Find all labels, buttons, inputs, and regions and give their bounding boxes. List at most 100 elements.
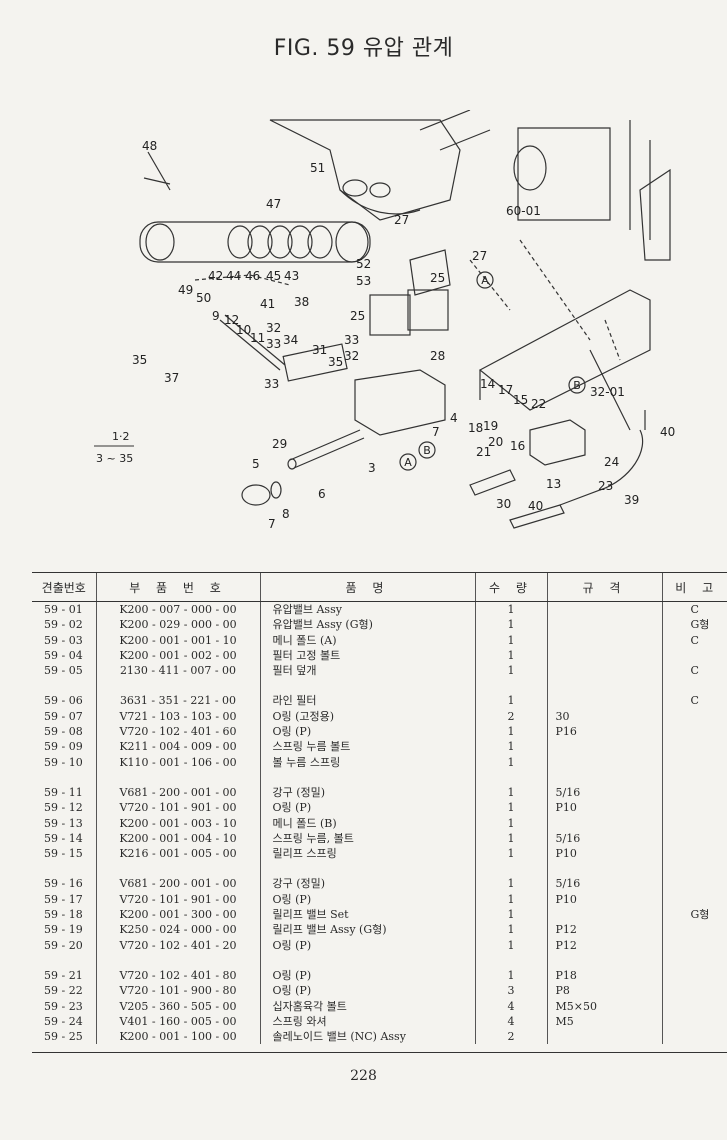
cell-part-name: 십자홈육각 볼트 [259, 998, 475, 1014]
cell-quantity: 1 [474, 647, 547, 664]
spacer-cell [95, 678, 260, 694]
callout-50: 50 [196, 291, 211, 305]
cell-spec: P10 [546, 891, 662, 908]
header-part-name: 품 명 [259, 572, 475, 602]
callout-33a: 33 [266, 337, 281, 351]
callout-15: 15 [513, 393, 528, 407]
cell-part-name: 스프링 누름, 볼트 [259, 830, 475, 847]
cell-quantity: 1 [474, 922, 547, 938]
cell-spec: P16 [546, 724, 662, 740]
cell-note [661, 846, 727, 862]
cell-spec: P8 [546, 983, 662, 999]
cell-part-name: 유압밸브 Assy [259, 601, 475, 618]
cell-quantity: 3 [474, 983, 547, 999]
header-part-number: 부 품 번 호 [95, 572, 260, 602]
callout-5: 5 [252, 457, 260, 471]
cell-note [661, 754, 727, 770]
cell-code: 59 - 06 [44, 694, 83, 708]
callout-42: 42 [208, 269, 223, 283]
callout-11: 11 [250, 331, 265, 345]
cell-quantity: 2 [474, 708, 547, 725]
spacer-cell [546, 952, 662, 968]
spacer-cell [661, 678, 727, 694]
cell-code: 59 - 12 [44, 801, 83, 815]
page-title: FIG. 59 유압 관계 [273, 36, 454, 61]
callout-33b: 33 [344, 333, 359, 347]
cell-spec [546, 754, 662, 770]
cell-part-number: K200 - 001 - 300 - 00 [95, 907, 260, 923]
cell-note [661, 800, 727, 816]
cell-code: 59 - 10 [44, 755, 83, 769]
cell-part-name: O링 (고정용) [259, 708, 475, 725]
cell-spec [546, 647, 662, 664]
callout-49: 49 [178, 283, 193, 297]
cell-part-number: 2130 - 411 - 007 - 00 [95, 663, 260, 679]
cell-part-name: 강구 (정밀) [259, 784, 475, 801]
callout-7a: 7 [432, 425, 440, 439]
cell-part-number: V720 - 102 - 401 - 60 [95, 724, 260, 740]
spacer-cell [259, 769, 475, 785]
cell-spec: 5/16 [546, 830, 662, 847]
callout-3: 3 [368, 461, 376, 475]
cell-part-number: 3631 - 351 - 221 - 00 [95, 693, 260, 709]
cell-note [661, 1013, 727, 1030]
callout-38: 38 [294, 295, 309, 309]
callout-28: 28 [430, 349, 445, 363]
page-number: 228 [350, 1068, 377, 1084]
callout-34: 34 [283, 333, 298, 347]
cell-code: 59 - 15 [44, 847, 83, 861]
callout-22: 22 [531, 397, 546, 411]
callout-31: 31 [312, 343, 327, 357]
cell-note [661, 983, 727, 999]
cell-spec [546, 617, 662, 633]
cell-spec [546, 601, 662, 618]
cell-quantity: 1 [474, 891, 547, 908]
cell-note [661, 815, 727, 831]
cell-part-number: V720 - 102 - 401 - 80 [95, 967, 260, 984]
callout-25b: 25 [350, 309, 365, 323]
spacer-cell [661, 769, 727, 785]
cell-part-number: V720 - 101 - 901 - 00 [95, 891, 260, 908]
spacer-cell [32, 678, 96, 693]
cell-quantity: 1 [474, 876, 547, 892]
cell-spec: 5/16 [546, 784, 662, 801]
cell-part-name: 릴리프 밸브 Set [259, 907, 475, 923]
spacer-cell [32, 953, 96, 968]
cell-part-name: O링 (P) [259, 967, 475, 984]
group-spacer [32, 678, 727, 694]
cell-quantity: 2 [474, 1029, 547, 1045]
header-code: 견출번호 [32, 572, 96, 602]
cell-note: G형 [661, 617, 727, 633]
cell-code: 59 - 08 [44, 725, 83, 739]
spacer-cell [95, 952, 260, 968]
cell-part-number: V681 - 200 - 001 - 00 [95, 784, 260, 801]
side-note-top: 1·2 [112, 430, 130, 443]
cell-part-name: 볼 누름 스프링 [259, 754, 475, 770]
cell-code: 59 - 04 [44, 648, 83, 662]
callout-45: 45 [266, 269, 281, 283]
cell-code: 59 - 05 [44, 664, 83, 678]
spacer-cell [32, 861, 96, 876]
callout-4: 4 [450, 411, 458, 425]
cell-quantity: 4 [474, 1013, 547, 1030]
callout-29: 29 [272, 437, 287, 451]
marker-b-bottom: A [404, 456, 412, 469]
cell-code: 59 - 19 [44, 923, 83, 937]
spacer-cell [661, 952, 727, 968]
spacer-cell [259, 678, 475, 694]
callout-40a: 40 [660, 425, 675, 439]
cell-note: C [661, 601, 727, 618]
cell-code: 59 - 16 [44, 877, 83, 891]
cell-spec [546, 739, 662, 755]
spacer-cell [259, 861, 475, 877]
cell-code: 59 - 17 [44, 892, 83, 906]
